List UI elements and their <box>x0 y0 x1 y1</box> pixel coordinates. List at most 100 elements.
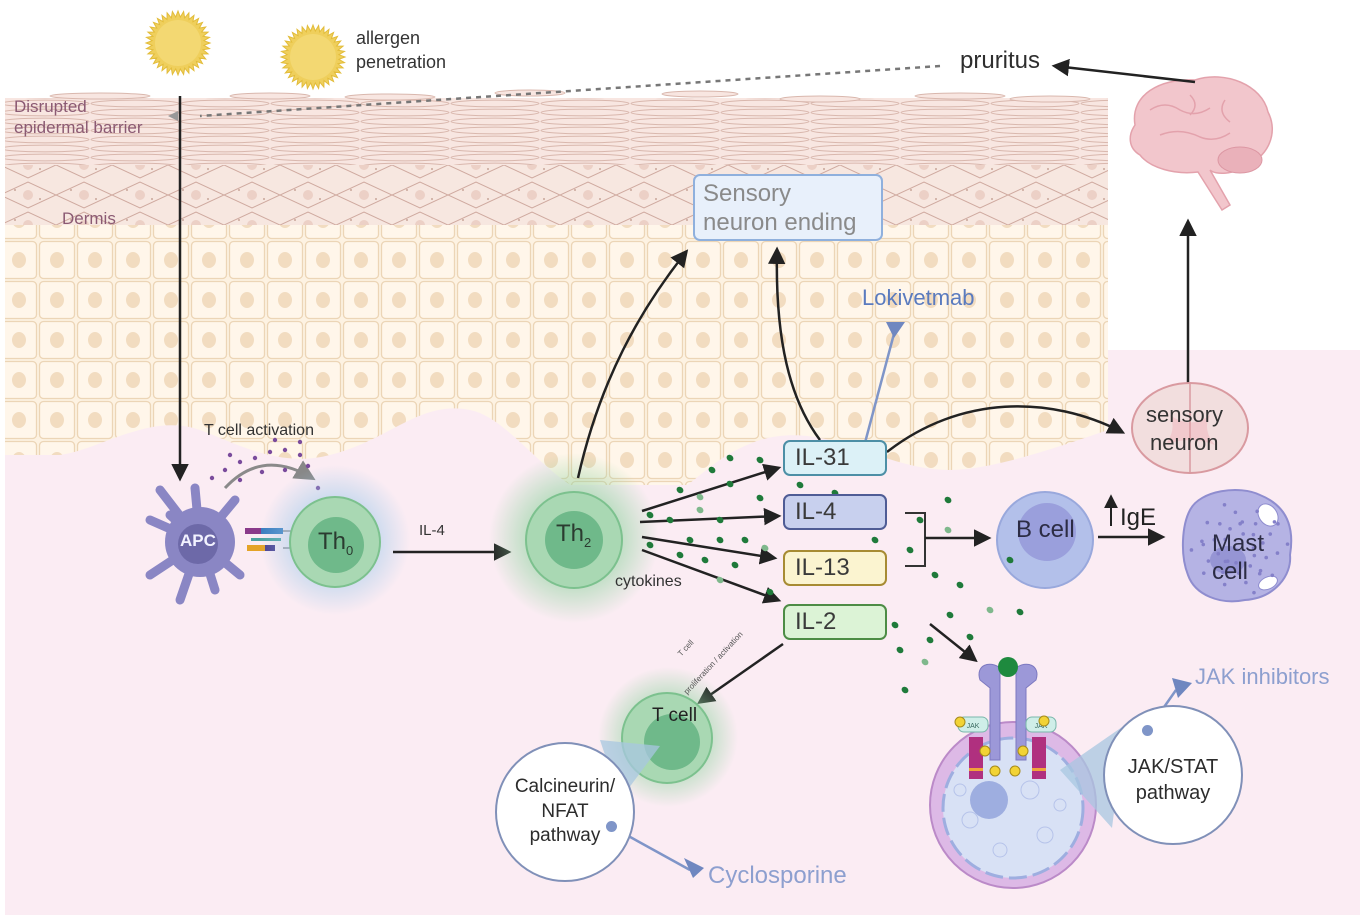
apc-cell-icon <box>145 483 245 605</box>
th0-label-main: Th <box>318 528 347 555</box>
cytokine-dot <box>944 526 952 534</box>
granule <box>1225 559 1230 563</box>
cytokine-dot <box>726 480 734 488</box>
cytokine-dot <box>716 576 724 584</box>
lokivetmab-label: Lokivetmab <box>862 285 975 310</box>
t-cell-activation-arrow <box>223 460 316 490</box>
signal-dot <box>252 455 258 461</box>
cytokine-dot <box>646 511 654 519</box>
cytokine-dot <box>666 516 674 524</box>
lokivetmab-arrowhead <box>886 322 905 338</box>
granule <box>1255 509 1259 514</box>
cytokine-dot <box>946 611 954 619</box>
cytokines-label: cytokines <box>615 573 682 590</box>
mast-cell-icon <box>1181 489 1293 603</box>
pruritus-dashed-line <box>199 64 941 118</box>
cytokine-dot <box>891 621 899 629</box>
granule <box>1212 537 1217 542</box>
granule <box>1206 559 1211 563</box>
signal-dot <box>282 467 288 473</box>
cytokine-dot <box>916 516 924 524</box>
pruritus-label: pruritus <box>960 47 1041 74</box>
cytokine-dot <box>766 588 774 596</box>
granule <box>1238 521 1242 526</box>
mast-cell-label-2: cell <box>1212 558 1249 585</box>
granule <box>1221 570 1225 575</box>
cytokine-dot <box>676 551 684 559</box>
cytokine-dot <box>944 496 952 504</box>
granule <box>1218 522 1222 526</box>
signal-dot <box>222 467 228 473</box>
il2-box: IL-2 <box>783 604 887 640</box>
jak-label-right: JAK <box>1035 723 1048 730</box>
cytokine-dot <box>901 686 909 694</box>
cytokine-dot <box>986 606 994 614</box>
granule <box>1201 571 1206 575</box>
cytokine-dot <box>1016 608 1024 616</box>
signal-dot <box>237 459 243 465</box>
cytokine-dot <box>871 536 879 544</box>
sensory-ending-line2: neuron ending <box>703 209 857 236</box>
signal-dot <box>305 463 311 469</box>
sensory-neuron-label-2: neuron <box>1150 430 1219 455</box>
granule <box>1261 541 1265 545</box>
granule <box>1257 571 1262 576</box>
cytokine-dot <box>646 541 654 549</box>
cytokine-dot <box>696 493 704 501</box>
cytokine-dot <box>796 481 804 489</box>
signal-dot <box>297 439 303 445</box>
jakstat-line1: JAK/STAT <box>1127 756 1219 778</box>
th2-to-sensory-arrow <box>576 249 689 479</box>
il31-to-sensory-arrow <box>767 246 822 441</box>
cytokine-dot <box>906 546 914 554</box>
cytokine-ligand <box>998 657 1018 677</box>
granule <box>1237 571 1241 575</box>
granule <box>1275 551 1280 555</box>
granule <box>1222 502 1227 507</box>
il31-label: IL-31 <box>795 444 850 471</box>
t-cell-activation-label: T cell activation <box>204 422 314 439</box>
allergen-core <box>290 34 336 80</box>
t-cell-nucleus <box>644 714 700 770</box>
cytokine-dot <box>741 536 749 544</box>
cytokine-arrows <box>639 463 782 604</box>
il31-box: IL-31 <box>783 440 887 476</box>
allergen-particle <box>144 9 212 77</box>
cytokine-dot <box>686 536 694 544</box>
granule <box>1189 548 1194 552</box>
cytokine-dot <box>716 516 724 524</box>
cytokine-dot <box>761 544 769 552</box>
allergen-core <box>155 20 201 66</box>
granule <box>1222 582 1227 587</box>
granule <box>1234 560 1238 565</box>
signal-dot <box>237 477 243 483</box>
th2-label-main: Th <box>556 520 585 547</box>
granule <box>1264 555 1269 560</box>
jakstat-line2: pathway <box>1135 782 1211 804</box>
signal-dot <box>227 452 233 458</box>
cytokine-dot <box>708 466 716 474</box>
mast-cell-label-1: Mast <box>1212 530 1265 557</box>
granule <box>1248 564 1253 568</box>
jak-target-dot <box>1142 725 1153 736</box>
il4-box: IL-4 <box>783 494 887 530</box>
cytokine-dot <box>756 456 764 464</box>
penetration-label: penetration <box>356 52 447 72</box>
lokivetmab-leader <box>860 329 897 455</box>
cytokine-dot <box>956 581 964 589</box>
allergen-label: allergen <box>356 28 421 48</box>
granule <box>1241 532 1245 536</box>
cytokine-dot <box>756 494 764 502</box>
granule <box>1216 551 1221 556</box>
granule <box>1272 520 1277 524</box>
signal-dot <box>259 469 265 475</box>
cytokine-dot <box>921 658 929 666</box>
signal-dot <box>297 452 303 458</box>
to-jak-cell-arrow <box>929 623 978 663</box>
granule <box>1244 580 1248 585</box>
granule <box>1223 537 1228 542</box>
granule <box>1251 532 1256 537</box>
signal-dot <box>267 449 273 455</box>
disrupted-barrier-label-1: Disrupted <box>14 97 87 116</box>
b-cell-nucleus <box>1018 503 1076 561</box>
